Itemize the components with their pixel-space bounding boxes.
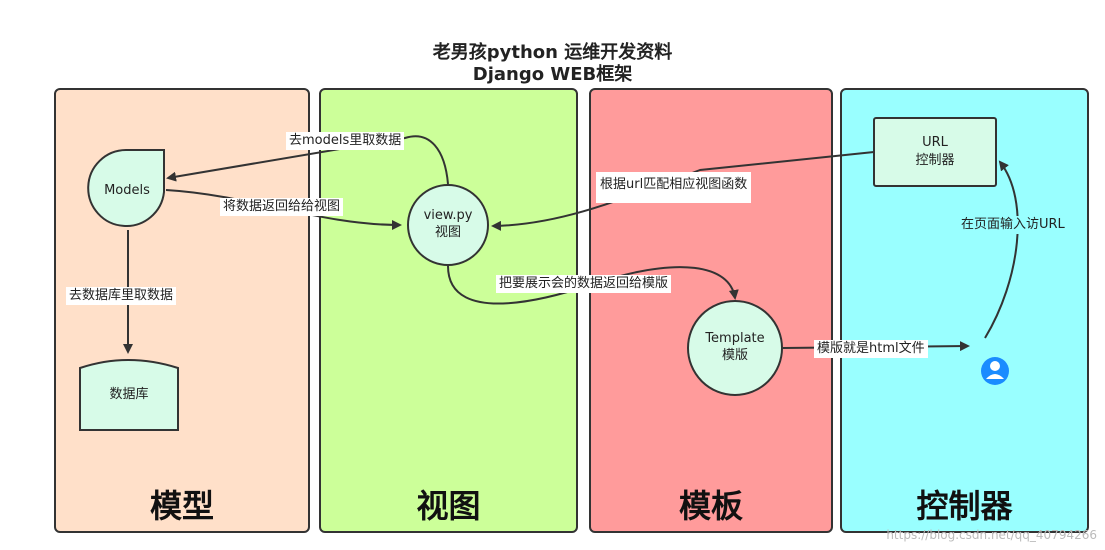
template-node-label-line1: Template (705, 331, 765, 346)
view-node-label-line2: 视图 (434, 225, 461, 240)
view-node-label-line1: view.py (423, 208, 473, 223)
models-node-shape (87, 149, 165, 227)
database-node-shape (79, 359, 179, 431)
edge-label-user-input: 在页面输入访URL (958, 216, 1068, 234)
edge-label-to-models: 去models里取数据 (286, 132, 405, 150)
views-panel-title: 视图 (416, 487, 481, 525)
diagram-title-line2: Django WEB框架 (472, 64, 633, 85)
edge-view-to-models (166, 135, 449, 185)
url-node-label-line2: 控制器 (915, 153, 955, 168)
template-node-label-line2: 模版 (721, 348, 748, 363)
edge-label-render-template: 把要展示会的数据返回给模版 (496, 275, 672, 293)
user-icon (981, 357, 1009, 385)
models-node-label: Models (104, 183, 150, 198)
edge-label-to-database: 去数据库里取数据 (66, 287, 177, 305)
models-panel-title: 模型 (149, 487, 214, 525)
edge-user-to-url (984, 160, 1019, 339)
view-node-shape (407, 184, 489, 266)
controller-panel-title: 控制器 (916, 487, 1013, 525)
database-node-label: 数据库 (109, 387, 149, 402)
edge-label-url-match: 根据url匹配相应视图函数 (596, 172, 752, 203)
template-node-shape (687, 300, 783, 396)
url-node-label-line1: URL (922, 135, 948, 150)
views-panel: 视图 (319, 88, 578, 533)
edge-label-template-html: 模版就是html文件 (814, 340, 928, 358)
diagram-title-line1: 老男孩python 运维开发资料 (432, 42, 673, 63)
watermark: https://blog.csdn.net/qq_40794266 (886, 528, 1097, 542)
edge-label-return-to-view: 将数据返回给给视图 (220, 198, 344, 216)
templates-panel-title: 模板 (678, 487, 743, 525)
